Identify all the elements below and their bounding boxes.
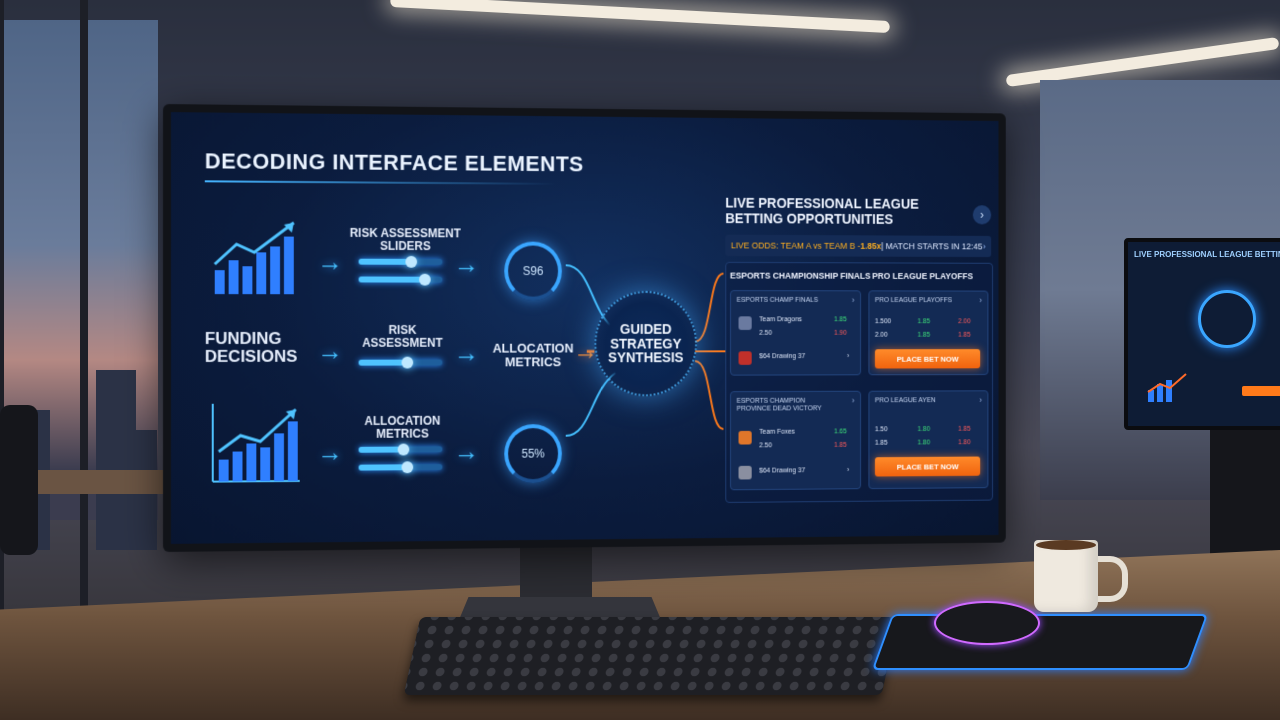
betting-panel-title: LIVE PROFESSIONAL LEAGUE BETTING OPPORTU… <box>725 194 919 227</box>
live-odds-suffix: | MATCH STARTS IN 12:45 <box>881 241 983 252</box>
strategy-hub: GUIDED STRATEGY SYNTHESIS <box>594 290 698 397</box>
shield-team-icon <box>738 465 752 480</box>
window-frame <box>0 0 4 620</box>
flow-arrow-icon: → <box>317 246 343 277</box>
match-card[interactable]: PRO LEAGUE PLAYOFFS › 1.500 1.85 2.00 2.… <box>868 290 989 376</box>
match-card[interactable]: PRO LEAGUE AYEN › 1.50 1.80 1.85 1.85 1.… <box>868 390 989 490</box>
odds-value[interactable]: 1.85 <box>958 331 971 339</box>
card-footer: $64 Drawing 37 <box>759 353 806 361</box>
side-monitor-title: LIVE PROFESSIONAL LEAGUE BETTING <box>1134 250 1280 259</box>
fox-team-icon <box>738 430 752 445</box>
match-card[interactable]: ESPORTS CHAMP FINALS › Team Dragons 1.85… <box>730 290 862 376</box>
growth-chart-icon <box>211 401 302 485</box>
column-head-playoffs: PRO LEAGUE PLAYOFFS <box>872 271 973 281</box>
allocation-metrics-label-2: ALLOCATION METRICS <box>364 413 441 441</box>
score-value: 2.50 <box>759 329 772 337</box>
risk-slider-3[interactable] <box>358 356 443 369</box>
main-monitor: DECODING INTERFACE ELEMENTS → RISK ASSES… <box>163 104 1006 552</box>
odds-value[interactable]: 1.80 <box>917 426 931 433</box>
card-head: PRO LEAGUE AYEN <box>874 397 936 405</box>
risk-assessment-label: RISK ASSESSMENT <box>362 323 443 350</box>
team-name: Team Foxes <box>759 428 795 436</box>
ceiling-light <box>390 0 890 34</box>
live-odds-bar[interactable]: LIVE ODDS: TEAM A vs TEAM B - 1.85x | MA… <box>725 234 992 258</box>
odds-value[interactable]: 1.90 <box>834 329 847 337</box>
flow-arrow-icon: → <box>453 436 480 466</box>
odds-value[interactable]: 1.85 <box>834 316 847 324</box>
risk-slider-2[interactable] <box>358 273 443 286</box>
flow-arrow-icon: → <box>317 437 343 467</box>
card-head: PRO LEAGUE PLAYOFFS <box>874 297 953 304</box>
chevron-right-icon: › <box>847 353 850 360</box>
odds-value[interactable]: 1.65 <box>834 428 847 436</box>
chevron-right-icon: › <box>847 467 850 474</box>
coffee <box>1036 540 1096 550</box>
betting-panel: ESPORTS CHAMPIONSHIP FINALS PRO LEAGUE P… <box>725 261 993 503</box>
building <box>96 370 136 550</box>
side-ring-icon <box>1198 290 1256 348</box>
risk-slider-1[interactable] <box>358 255 443 268</box>
chevron-right-icon[interactable]: › <box>972 205 992 225</box>
chevron-right-icon: › <box>851 295 855 305</box>
match-card[interactable]: ESPORTS CHAMPION PROVINCE DEAD VICTORY ›… <box>730 390 862 491</box>
title-underline <box>204 180 557 185</box>
column-head-esports: ESPORTS CHAMPIONSHIP FINALS <box>730 270 871 281</box>
odds-value[interactable]: 1.50 <box>874 426 888 434</box>
odds-value[interactable]: 1.85 <box>917 318 931 326</box>
allocation-slider-1[interactable] <box>358 443 443 456</box>
card-footer: $64 Drawing 37 <box>759 467 806 475</box>
side-monitor: LIVE PROFESSIONAL LEAGUE BETTING <box>1124 238 1280 430</box>
hub-label: GUIDED STRATEGY SYNTHESIS <box>608 321 684 366</box>
mug-handle <box>1092 556 1128 602</box>
funding-decisions-label: FUNDING DECISIONS <box>204 328 298 366</box>
coffee-mug <box>1034 540 1098 612</box>
chevron-right-icon: › <box>979 295 982 305</box>
odds-value[interactable]: 1.85 <box>874 439 888 447</box>
team-name: Team Dragons <box>759 316 802 324</box>
mousepad <box>871 614 1209 670</box>
odds-value[interactable]: 2.00 <box>874 331 888 339</box>
chevron-right-icon: › <box>851 395 855 406</box>
side-bet-button <box>1242 386 1280 396</box>
odds-value[interactable]: 1.500 <box>874 318 892 326</box>
card-head: ESPORTS CHAMPION PROVINCE DEAD VICTORY <box>736 397 822 413</box>
score-value: 2.50 <box>759 442 772 450</box>
growth-chart-icon <box>211 218 302 296</box>
place-bet-button[interactable]: PLACE BET NOW <box>874 456 981 477</box>
monitor-stand <box>520 540 592 608</box>
allocation-slider-2[interactable] <box>358 461 443 474</box>
odds-value[interactable]: 1.80 <box>958 439 971 447</box>
office-chair <box>0 405 38 555</box>
odds-value[interactable]: 1.85 <box>917 331 931 339</box>
keyboard[interactable] <box>403 617 899 695</box>
odds-value[interactable]: 1.80 <box>917 439 931 447</box>
flow-arrow-icon: → <box>453 337 480 368</box>
live-odds-highlight: 1.85x <box>860 241 882 251</box>
window-frame <box>80 0 88 620</box>
flow-arrow-icon: → <box>453 249 480 279</box>
page-title: DECODING INTERFACE ELEMENTS <box>204 148 584 177</box>
card-head: ESPORTS CHAMP FINALS <box>736 296 819 304</box>
mouse[interactable] <box>934 601 1040 645</box>
wolf-team-icon <box>738 316 752 330</box>
monitor-screen: DECODING INTERFACE ELEMENTS → RISK ASSES… <box>170 112 999 544</box>
place-bet-button[interactable]: PLACE BET NOW <box>874 349 981 369</box>
odds-value[interactable]: 1.85 <box>834 441 847 449</box>
office-chair <box>1210 420 1280 570</box>
odds-value[interactable]: 2.00 <box>958 318 971 326</box>
odds-value[interactable]: 1.85 <box>958 425 971 433</box>
live-odds-prefix: LIVE ODDS: TEAM A vs TEAM B - <box>730 240 861 251</box>
chart-icon <box>1147 373 1187 402</box>
dragon-team-icon <box>738 351 752 365</box>
flow-arrow-icon: → <box>317 335 343 366</box>
chevron-right-icon: › <box>982 241 986 252</box>
chevron-right-icon: › <box>979 395 982 405</box>
risk-assessment-sliders-label: RISK ASSESSMENT SLIDERS <box>349 225 461 253</box>
